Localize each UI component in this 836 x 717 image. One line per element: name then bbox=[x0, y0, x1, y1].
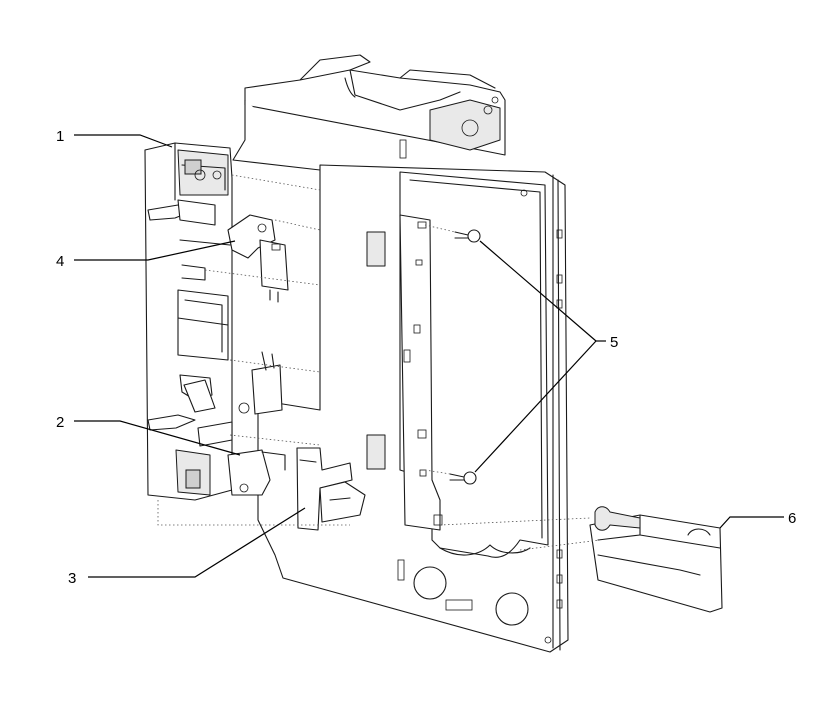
switch-holder-part-1 bbox=[144, 142, 233, 501]
mounting-plate bbox=[232, 54, 569, 653]
alignment-lines bbox=[157, 174, 601, 551]
callout-3: 3 bbox=[68, 570, 76, 587]
side-bracket-part-6 bbox=[589, 506, 723, 613]
callout-2: 2 bbox=[56, 414, 64, 431]
callout-labels: 1 4 2 3 5 6 bbox=[56, 128, 796, 587]
micro-switches-part-4 bbox=[183, 214, 289, 496]
callout-1: 1 bbox=[56, 128, 64, 145]
callout-5: 5 bbox=[610, 334, 618, 351]
leader-lines bbox=[74, 134, 784, 578]
bracket-part-3 bbox=[296, 447, 366, 531]
screws-part-5 bbox=[449, 229, 481, 485]
callout-4: 4 bbox=[56, 253, 64, 270]
callout-6: 6 bbox=[788, 510, 796, 527]
